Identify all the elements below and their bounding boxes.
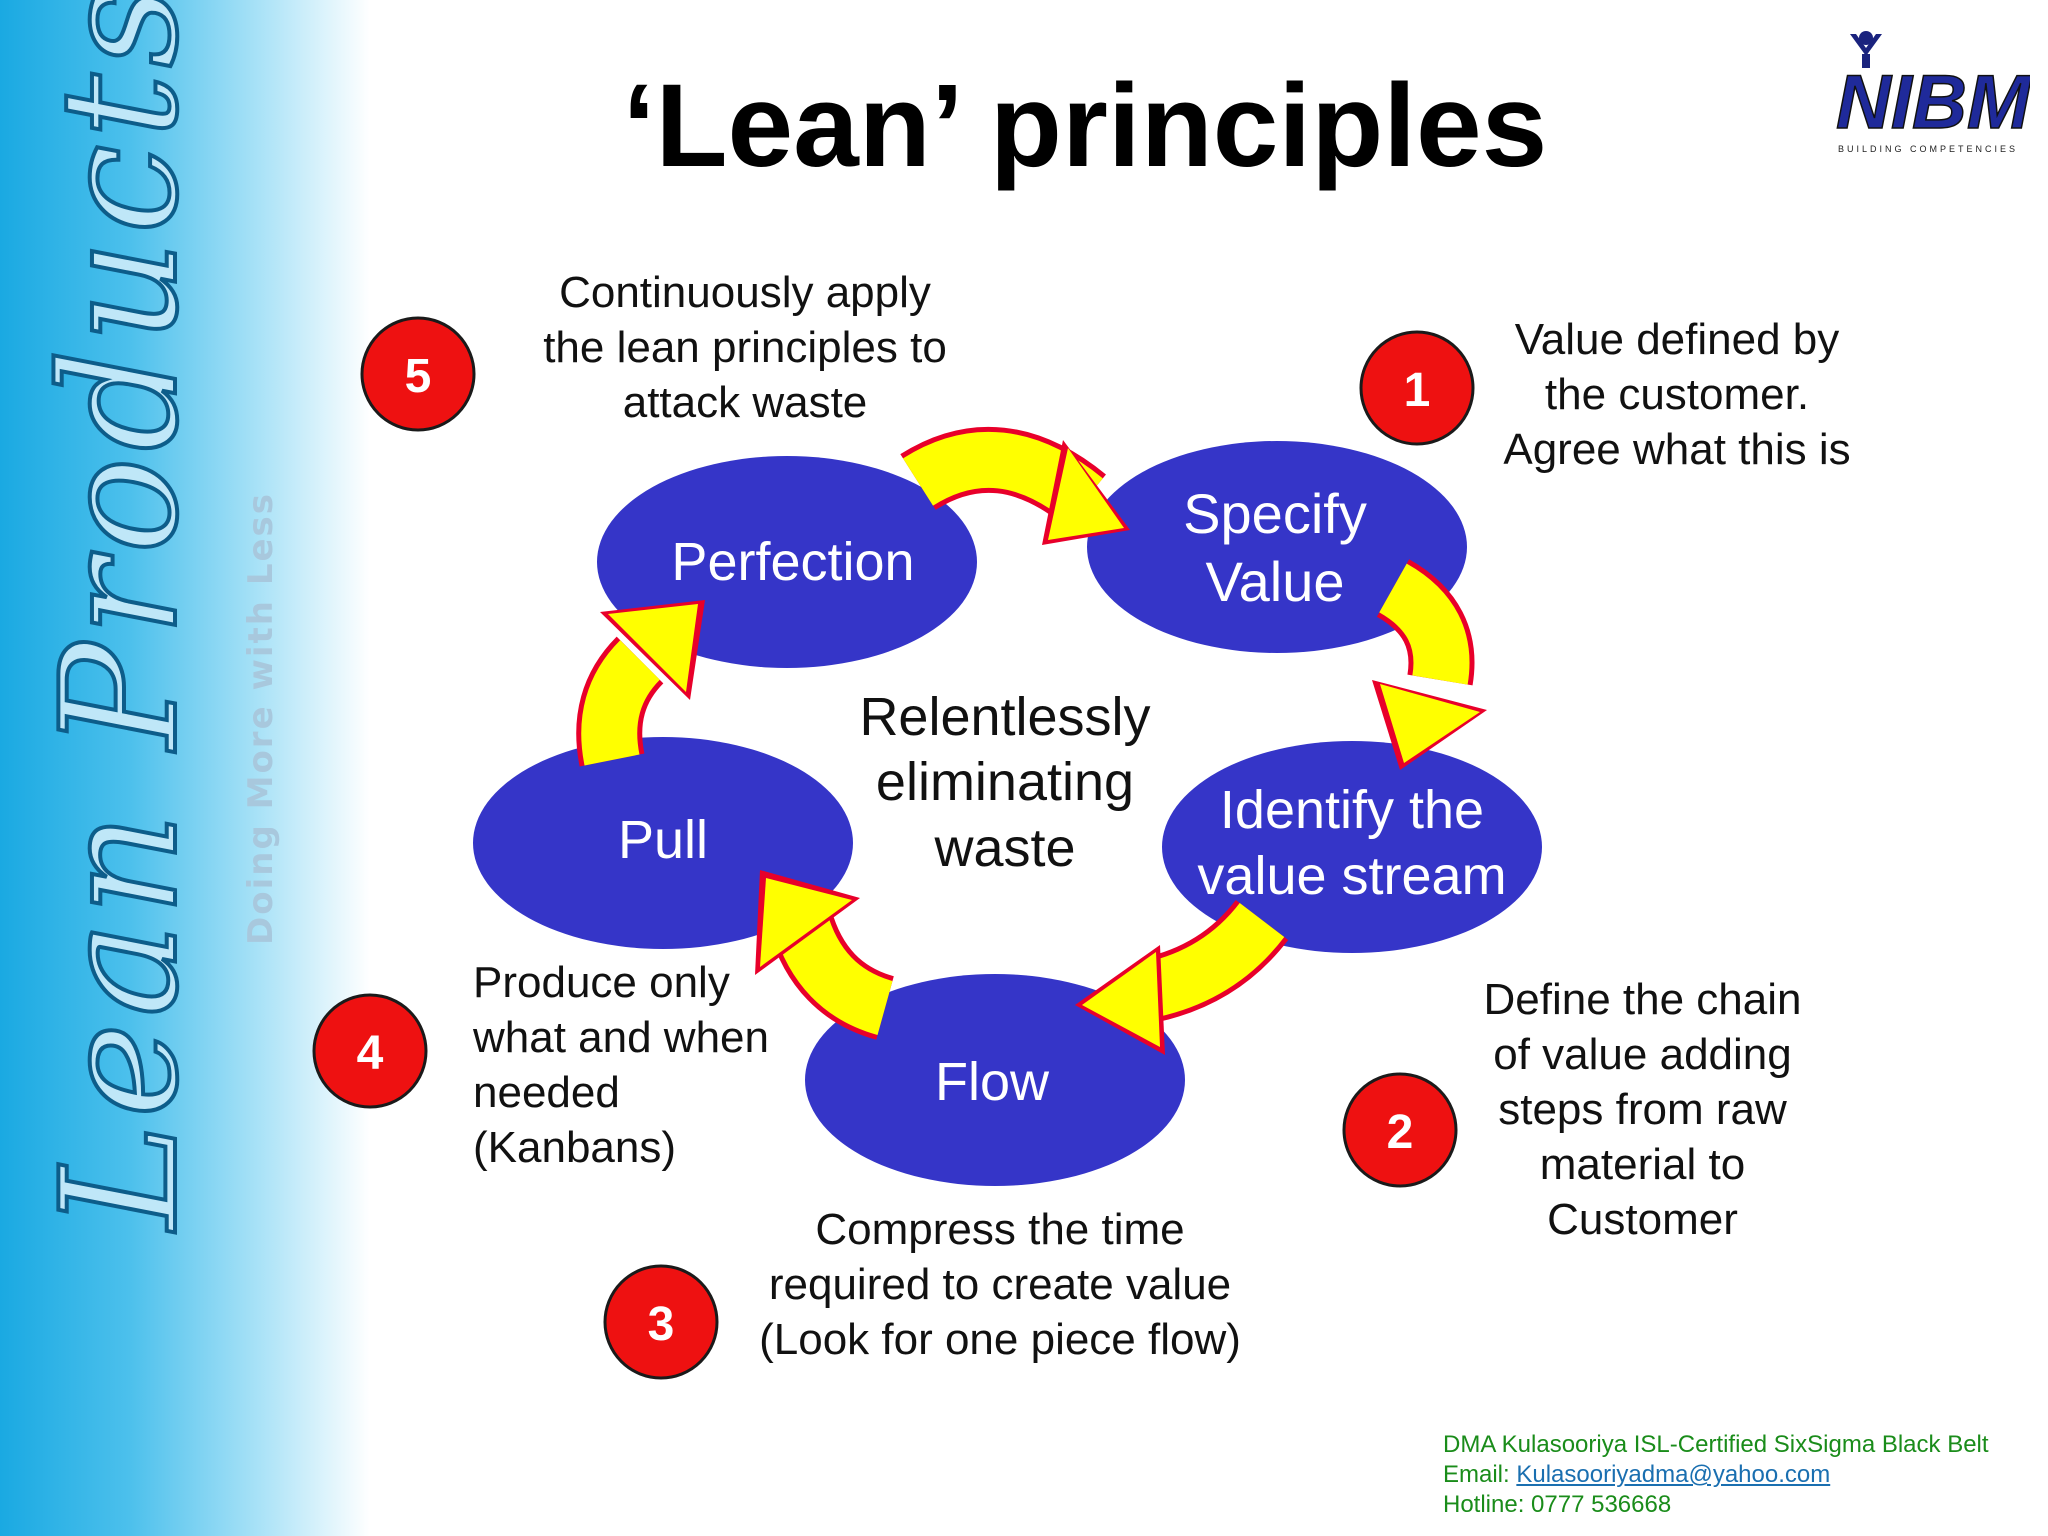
note-step-2: Define the chain of value adding steps f… [1460, 972, 1825, 1247]
badge-number: 3 [648, 1298, 675, 1351]
note-line: attack waste [622, 378, 868, 427]
node-label: Pull [618, 810, 708, 870]
note-line: (Kanbans) [473, 1123, 677, 1172]
badge-5: 5 [360, 316, 476, 432]
nibm-tagline: BUILDING COMPETENCIES [1838, 144, 2018, 154]
note-line: what and when [473, 1013, 769, 1062]
center-text: Relentlessly eliminating waste [859, 687, 1150, 878]
note-line: steps from raw [1498, 1085, 1787, 1134]
node-label: Specify [1183, 482, 1367, 545]
note-step-5: Continuously apply the lean principles t… [525, 265, 965, 430]
note-line: Produce only [473, 958, 730, 1007]
note-step-4: Produce only what and when needed (Kanba… [473, 955, 813, 1175]
side-band [0, 0, 370, 1536]
person-icon [1850, 31, 1882, 68]
badge-number: 1 [1404, 364, 1431, 417]
node-label: Flow [935, 1052, 1050, 1112]
lean-products-script: Lean Products [26, 0, 213, 1233]
note-line: the lean principles to [543, 323, 947, 372]
node-label: Perfection [671, 532, 914, 592]
badge-4: 4 [312, 993, 428, 1109]
badge-1: 1 [1359, 330, 1475, 446]
note-line: needed [473, 1068, 620, 1117]
email-link[interactable]: Kulasooriyadma@yahoo.com [1516, 1461, 1831, 1488]
note-line: (Look for one piece flow) [759, 1315, 1241, 1364]
center-text-line: Relentlessly [859, 687, 1150, 747]
arrow-perfection-to-specify [900, 426, 1130, 545]
note-line: Customer [1547, 1195, 1738, 1244]
side-tagline: Doing More with Less [241, 492, 281, 945]
node-flow: Flow [805, 974, 1185, 1186]
note-step-1: Value defined by the customer. Agree wha… [1477, 312, 1877, 477]
email-line: Email: Kulasooriyadma@yahoo.com [1443, 1460, 1989, 1490]
note-line: the customer. [1544, 370, 1810, 419]
nibm-wordmark: NIBM [1836, 60, 2030, 145]
arrow-flow-to-pull [755, 870, 895, 1040]
node-label: Identify the [1220, 780, 1484, 840]
note-line: of value adding [1493, 1030, 1792, 1079]
email-label: Email: [1443, 1461, 1517, 1488]
lean-products-logo: Lean Products Doing More with Less [24, 0, 281, 1235]
note-line: required to create value [768, 1260, 1232, 1309]
node-identify-value-stream: Identify the value stream [1162, 741, 1542, 953]
node-label: Value [1205, 550, 1344, 613]
badge-3: 3 [603, 1264, 719, 1380]
page-title: ‘Lean’ principles [622, 60, 1548, 192]
nibm-logo: NIBM BUILDING COMPETENCIES [1835, 31, 2030, 154]
author-line: DMA Kulasooriya ISL-Certified SixSigma B… [1443, 1431, 1989, 1458]
badge-number: 2 [1387, 1106, 1414, 1159]
note-line: Define the chain [1483, 975, 1802, 1024]
note-line: Compress the time [815, 1205, 1185, 1254]
badge-number: 4 [357, 1027, 384, 1080]
note-line: Value defined by [1514, 315, 1840, 364]
node-specify-value: Specify Value [1087, 441, 1467, 653]
note-line: Agree what this is [1503, 425, 1851, 474]
arrow-identify-to-flow [1075, 899, 1289, 1055]
note-line: Continuously apply [559, 268, 931, 317]
note-line: material to [1539, 1140, 1746, 1189]
arrow-pull-to-perfection [576, 600, 705, 767]
node-label: value stream [1197, 846, 1506, 906]
node-pull: Pull [473, 737, 853, 949]
arrow-specify-to-identify [1372, 559, 1487, 770]
note-step-3: Compress the time required to create val… [740, 1202, 1260, 1367]
badge-number: 5 [405, 350, 432, 403]
center-text-line: eliminating [876, 752, 1134, 812]
center-text-line: waste [933, 818, 1075, 878]
hotline-line: Hotline: 0777 536668 [1443, 1491, 1672, 1518]
author-footer: DMA Kulasooriya ISL-Certified SixSigma B… [1443, 1430, 1989, 1520]
badge-2: 2 [1342, 1072, 1458, 1188]
